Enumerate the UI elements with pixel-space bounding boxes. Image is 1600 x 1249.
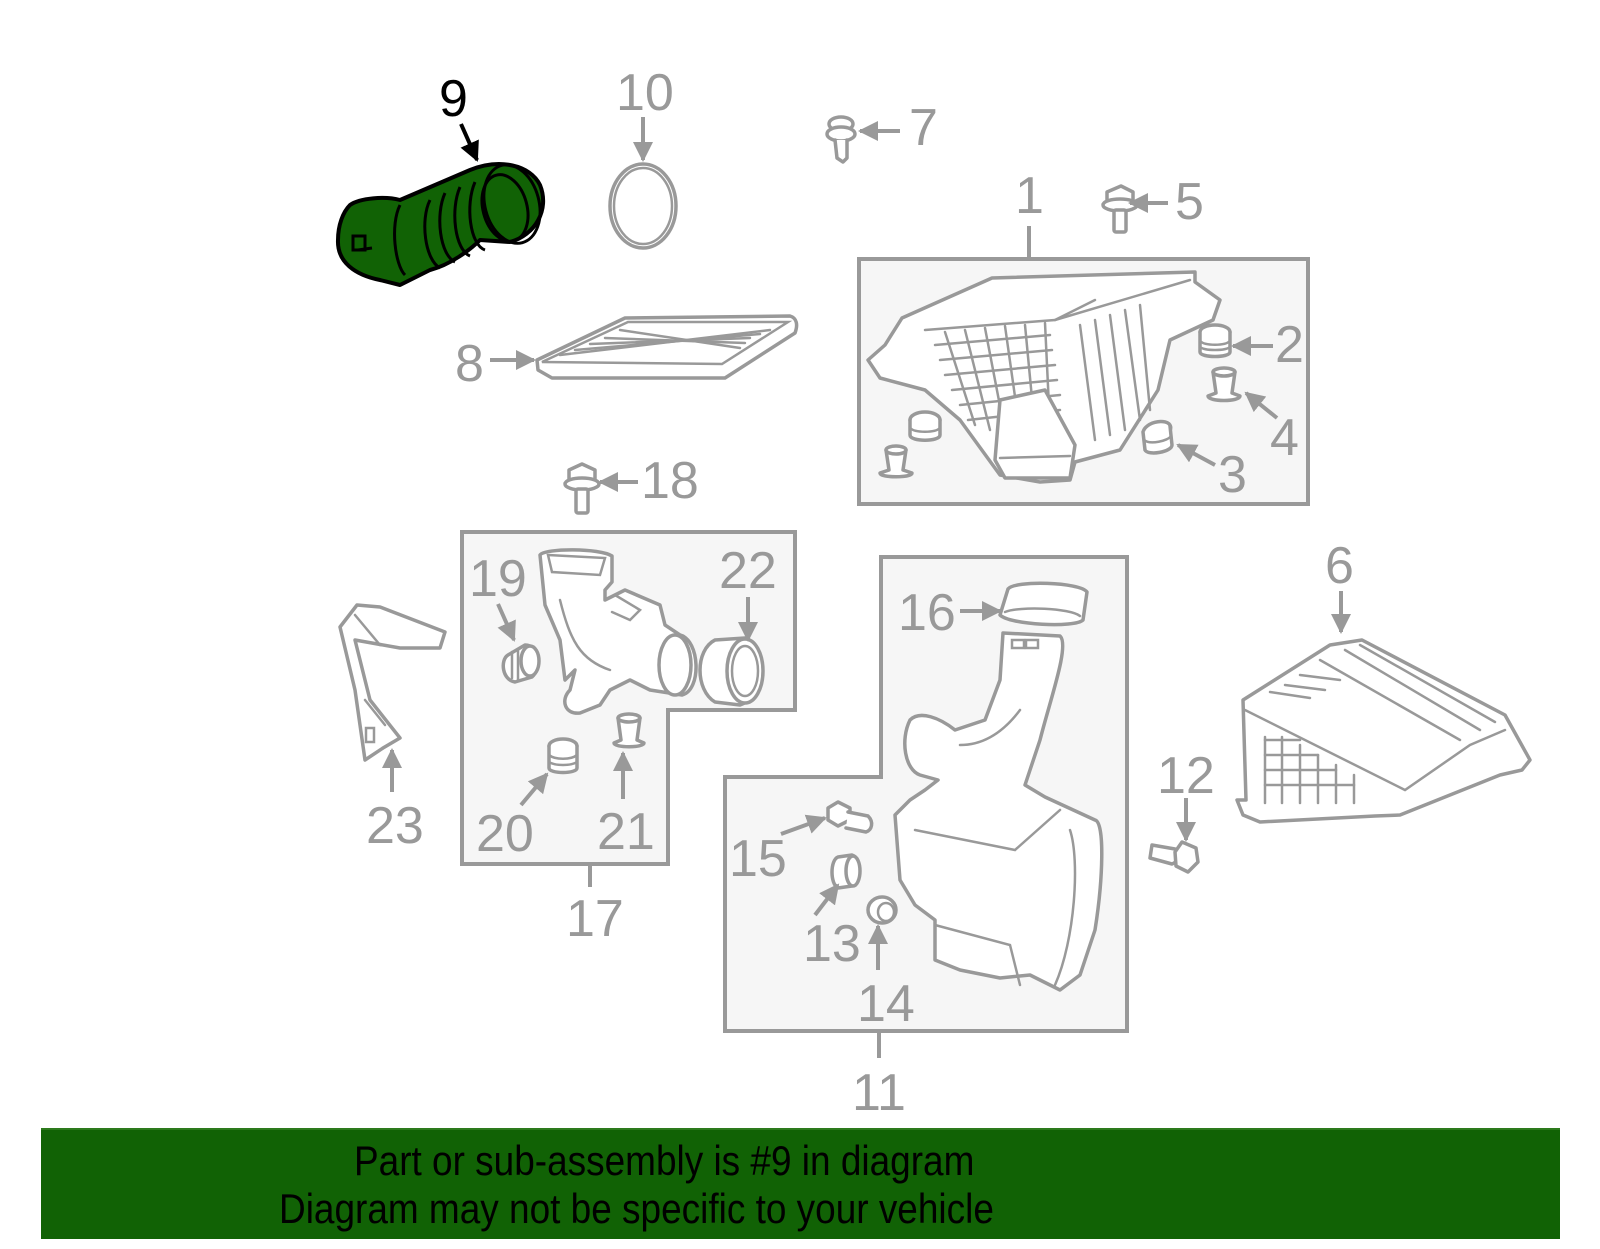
callout-label-6: 6	[1325, 537, 1354, 595]
leader-13	[813, 883, 840, 917]
callout-label-22: 22	[719, 542, 777, 600]
banner-disclaimer: Diagram may not be specific to your vehi…	[279, 1185, 994, 1232]
callout-label-14: 14	[857, 975, 915, 1033]
part-1-air-cleaner-lower-housing[interactable]	[866, 270, 1222, 484]
part-23-bracket[interactable]	[338, 603, 447, 762]
callout-label-3: 3	[1218, 446, 1247, 504]
part-16-seal[interactable]	[998, 581, 1089, 627]
info-banner: Part or sub-assembly is #9 in diagram Di…	[41, 1128, 1560, 1239]
leader-9	[459, 123, 479, 162]
part-4-bushing[interactable]	[1206, 366, 1242, 403]
leader-20	[519, 772, 549, 807]
part-15-bolt[interactable]	[826, 800, 874, 834]
callout-label-9: 9	[439, 70, 468, 128]
part-14-bushing[interactable]	[866, 895, 898, 925]
callout-label-18: 18	[641, 452, 699, 510]
part-6-air-cleaner-cover[interactable]	[1235, 638, 1532, 824]
banner-part-note: Part or sub-assembly is #9 in diagram	[354, 1137, 975, 1184]
part-12-bolt[interactable]	[1148, 840, 1200, 874]
part-10-o-ring[interactable]	[608, 162, 678, 250]
part-2-grommet[interactable]	[1198, 323, 1232, 359]
leader-3	[1176, 443, 1216, 467]
callout-label-1: 1	[1015, 167, 1044, 225]
callout-label-11: 11	[852, 1064, 906, 1122]
callout-label-20: 20	[476, 805, 534, 863]
callout-label-12: 12	[1157, 747, 1215, 805]
part-20-grommet[interactable]	[547, 737, 579, 775]
part-17-air-intake-duct[interactable]	[538, 548, 698, 715]
part-5-bolt[interactable]	[1101, 184, 1139, 234]
part-22-seal-ring[interactable]	[698, 636, 765, 707]
leader-15	[780, 814, 827, 836]
part-19-grommet[interactable]	[501, 643, 541, 684]
callout-label-15: 15	[729, 830, 787, 888]
callout-label-10: 10	[616, 64, 674, 122]
part-18-bolt[interactable]	[563, 462, 601, 515]
callout-label-16: 16	[898, 584, 956, 642]
callout-label-23: 23	[366, 797, 424, 855]
callout-label-7: 7	[909, 99, 938, 157]
callout-label-21: 21	[597, 803, 655, 861]
callout-label-13: 13	[803, 915, 861, 973]
leader-19	[496, 603, 516, 642]
leader-4	[1244, 391, 1279, 420]
bushing-in-box-1	[878, 444, 914, 479]
callout-label-5: 5	[1175, 173, 1204, 231]
part-3-grommet[interactable]	[1141, 419, 1174, 455]
callout-label-17: 17	[566, 890, 624, 948]
part-8-air-filter[interactable]	[535, 314, 799, 380]
grommet-in-box-1	[908, 410, 942, 442]
callout-label-19: 19	[469, 550, 527, 608]
part-7-push-clip[interactable]	[825, 115, 857, 164]
callout-label-2: 2	[1275, 316, 1304, 374]
callout-label-8: 8	[455, 335, 484, 393]
part-9-intake-tube-highlighted[interactable]	[335, 158, 548, 287]
part-21-bushing[interactable]	[612, 712, 646, 749]
part-13-grommet[interactable]	[830, 853, 862, 890]
part-11-resonator[interactable]	[893, 631, 1104, 992]
